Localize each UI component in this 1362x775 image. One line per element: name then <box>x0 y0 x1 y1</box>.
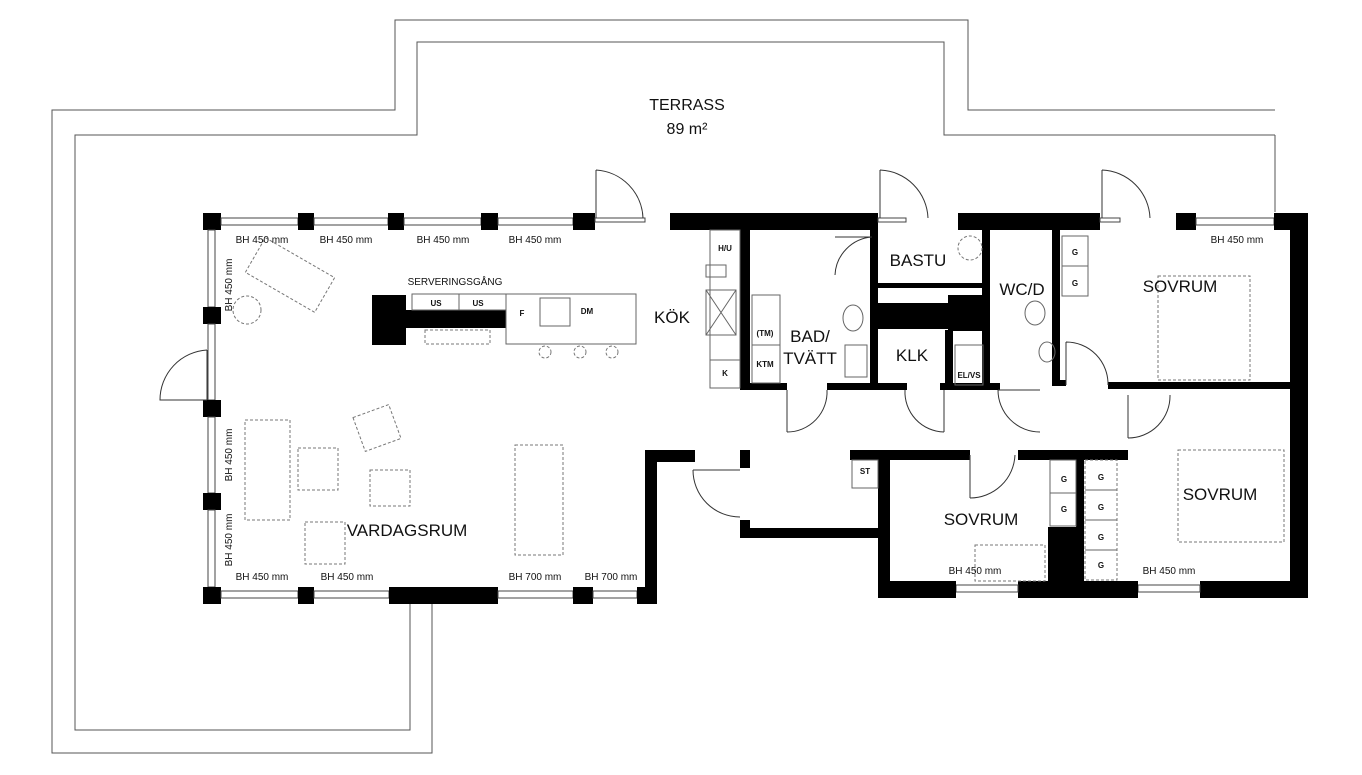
sill-label: BH 450 mm <box>236 235 289 246</box>
room-bedroom-3: SOVRUM <box>944 510 1019 529</box>
wardrobe-label: G <box>1098 561 1104 570</box>
kitchen-wall-units <box>705 229 741 389</box>
room-closet: KLK <box>896 346 929 365</box>
room-serving: SERVERINGSGÅNG <box>408 275 503 288</box>
fixture-dishwasher: DM <box>581 307 594 316</box>
sill-label: BH 450 mm <box>1143 566 1196 577</box>
fixture-ktm: KTM <box>756 360 774 369</box>
room-sauna: BASTU <box>890 251 947 270</box>
bath-fixtures <box>751 235 1089 386</box>
sill-label: BH 450 mm <box>321 572 374 583</box>
wardrobe-label: G <box>1098 473 1104 482</box>
wardrobe-label: G <box>1098 533 1104 542</box>
room-kitchen: KÖK <box>654 308 691 327</box>
room-bedroom-2: SOVRUM <box>1183 485 1258 504</box>
room-bedroom-1: SOVRUM <box>1143 277 1218 296</box>
room-laundry: TVÄTT <box>783 349 837 368</box>
room-wc: WC/D <box>999 280 1044 299</box>
terrace-outline <box>51 19 1276 754</box>
sill-label: BH 450 mm <box>320 235 373 246</box>
sill-label: BH 450 mm <box>236 572 289 583</box>
kitchen-island <box>411 293 637 359</box>
room-bath: BAD/ <box>790 327 830 346</box>
fixture-hu: H/U <box>718 244 732 253</box>
room-living: VARDAGSRUM <box>347 521 468 540</box>
fixture-fridge: F <box>520 309 525 318</box>
interior-walls <box>372 230 1290 581</box>
sill-label: BH 700 mm <box>585 572 638 583</box>
fixture-k: K <box>722 369 728 378</box>
sill-label: BH 450 mm <box>417 235 470 246</box>
sill-label: BH 450 mm <box>224 514 235 567</box>
fixture-tm: (TM) <box>757 329 774 338</box>
sill-label: BH 450 mm <box>949 566 1002 577</box>
living-furniture <box>232 236 564 565</box>
sill-label: BH 450 mm <box>224 429 235 482</box>
wardrobe-label: G <box>1072 248 1078 257</box>
fixture-us-2: US <box>472 299 484 308</box>
fixture-st: ST <box>860 467 870 476</box>
fixture-us-1: US <box>430 299 442 308</box>
sill-labels: BH 450 mm BH 450 mm BH 450 mm BH 450 mm … <box>224 235 1263 583</box>
bedroom-furniture <box>851 275 1285 582</box>
wardrobe-label: G <box>1098 503 1104 512</box>
wardrobe-label: G <box>1072 279 1078 288</box>
terrace-name: TERRASS <box>649 97 725 114</box>
exterior-walls <box>203 213 1308 604</box>
wardrobe-label: G <box>1061 505 1067 514</box>
doors <box>159 169 1171 518</box>
fixture-elvs: EL/VS <box>957 371 981 380</box>
sill-label: BH 450 mm <box>509 235 562 246</box>
sill-label: BH 450 mm <box>224 259 235 312</box>
sill-label: BH 450 mm <box>1211 235 1264 246</box>
wardrobe-label: G <box>1061 475 1067 484</box>
terrace-area: 89 m² <box>667 121 709 138</box>
sill-label: BH 700 mm <box>509 572 562 583</box>
